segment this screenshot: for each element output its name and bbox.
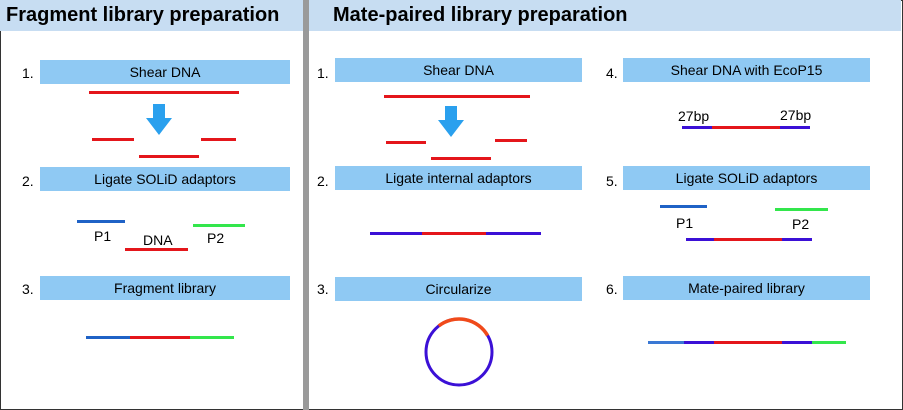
mate-library-p1-segment [648, 341, 684, 344]
mate-dna-insert [714, 238, 782, 241]
mate-library-tag-left [684, 341, 714, 344]
mate-step-4-box: Shear DNA with EcoP15 [623, 58, 870, 82]
ecop15-tag-right [780, 126, 810, 129]
mate-tag-left [686, 238, 714, 241]
fragment-step-1-box: Shear DNA [40, 60, 290, 84]
mate-step-2-number: 2. [317, 173, 329, 189]
fragment-down-arrow-icon [146, 104, 172, 135]
fragment-step-2-number: 2. [22, 173, 34, 189]
mate-p1-adaptor-line [660, 205, 707, 208]
mate-step-6-box: Mate-paired library [623, 276, 870, 300]
dna-insert-line [125, 248, 188, 251]
mate-p2-label: P2 [792, 216, 810, 232]
mate-step-1-number: 1. [317, 65, 329, 81]
fragment-step-2-box: Ligate SOLiD adaptors [40, 167, 290, 191]
mate-step-2-box: Ligate internal adaptors [335, 166, 582, 190]
internal-adaptor-left [370, 232, 422, 235]
mate-tag-right [782, 238, 812, 241]
mate-long-dna [384, 95, 530, 98]
mate-sheared-dna-middle [431, 157, 491, 160]
mate-step-4-number: 4. [606, 65, 618, 81]
fragment-library-dna-segment [130, 336, 190, 339]
mate-p1-label: P1 [676, 215, 694, 231]
mate-library-tag-right [782, 341, 812, 344]
dna-label: DNA [143, 232, 173, 248]
fragment-step-3-box: Fragment library [40, 276, 290, 300]
ecop15-tag-left [682, 126, 712, 129]
p1-adaptor-line [77, 220, 125, 223]
p2-label: P2 [207, 230, 225, 246]
internal-adaptor-right [486, 232, 541, 235]
mate-library-p2-segment [812, 341, 846, 344]
p2-adaptor-line [193, 224, 245, 227]
bp-left-label: 27bp [678, 108, 710, 124]
bp-right-label: 27bp [780, 107, 812, 123]
fragment-step-1-number: 1. [22, 65, 34, 81]
fragment-long-dna [89, 91, 239, 94]
mate-step-5-box: Ligate SOLiD adaptors [623, 166, 870, 190]
mate-step-5-number: 5. [606, 173, 618, 189]
mate-sheared-dna-right [495, 139, 527, 142]
fragment-library-p2-segment [190, 336, 234, 339]
ecop15-dna-insert [712, 126, 780, 129]
mate-step-6-number: 6. [606, 281, 618, 297]
mate-library-dna-segment [714, 341, 782, 344]
fragment-library-p1-segment [86, 336, 130, 339]
mate-step-3-box: Circularize [335, 277, 582, 301]
fragment-sheared-dna-middle [139, 155, 199, 158]
mate-step-3-number: 3. [317, 281, 329, 297]
panel-divider [303, 0, 309, 410]
mate-down-arrow-icon [438, 106, 464, 137]
fragment-sheared-dna-left [92, 138, 134, 141]
internal-dna-insert [422, 232, 486, 235]
fragment-sheared-dna-right [201, 138, 236, 141]
p1-label: P1 [94, 228, 112, 244]
fragment-step-3-number: 3. [22, 281, 34, 297]
mate-header: Mate-paired library preparation [309, 0, 901, 31]
mate-step-1-box: Shear DNA [335, 58, 582, 82]
mate-sheared-dna-left [386, 141, 426, 144]
mate-p2-adaptor-line [775, 208, 828, 211]
fragment-header: Fragment library preparation [0, 0, 303, 31]
circularized-dna-icon [424, 317, 494, 387]
